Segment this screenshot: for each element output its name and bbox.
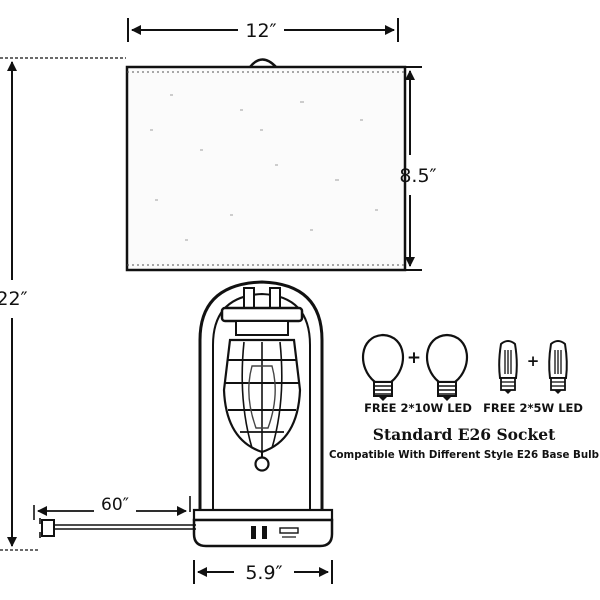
usb-port-icon: [262, 526, 267, 539]
usb-port-icon: [251, 526, 256, 539]
shade-body: [125, 65, 407, 272]
a19-bulb-icon: [425, 333, 469, 401]
arch-frame-inner: [212, 292, 311, 512]
usb-c-port-icon: [279, 527, 299, 534]
edison-bulb-caption: FREE 2*5W LED: [483, 401, 583, 415]
cage-ring-pull: [254, 456, 270, 472]
base-width-label: 5.9″: [245, 562, 282, 584]
lamp-body: [192, 280, 334, 548]
inner-bulb: [248, 365, 276, 429]
standard-bulb-caption: FREE 2*10W LED: [364, 401, 472, 415]
shade-width-label: 12″: [245, 20, 276, 42]
plus-sign-icon: +: [407, 348, 421, 368]
edison-bulb-icon: [548, 340, 568, 394]
socket-collar: [235, 320, 289, 336]
shade-height-dimension: 8.5″: [398, 66, 437, 271]
socket-subtitle: Compatible With Different Style E26 Base…: [329, 449, 599, 461]
cord-length-label: 60″: [101, 495, 129, 515]
plus-sign-icon: +: [527, 352, 540, 370]
power-cord: [39, 518, 196, 538]
total-height-dimension: 22″: [0, 57, 126, 551]
shade-height-label: 8.5″: [399, 165, 436, 187]
shade-fabric-texture: [150, 94, 378, 241]
arch-frame-outer: [198, 280, 324, 512]
edison-bulbs-group: + FREE 2*5W LED: [483, 340, 583, 415]
socket-cap: [220, 306, 304, 323]
base-width-dimension: 5.9″: [193, 560, 333, 584]
edison-bulb-icon: [498, 340, 518, 394]
total-height-label: 22″: [0, 288, 28, 310]
cage-rib: [241, 341, 253, 449]
cord-length-dimension: 60″: [33, 495, 191, 520]
lamp-shade: [125, 58, 407, 272]
finial-knob: [249, 58, 277, 68]
plug-icon: [41, 519, 55, 537]
socket-title: Standard E26 Socket: [373, 425, 556, 444]
standard-bulbs-group: + FREE 2*10W LED: [361, 333, 472, 415]
a19-bulb-icon: [361, 333, 405, 401]
shade-width-dimension: 12″: [127, 18, 399, 42]
wire-cage: [222, 338, 302, 472]
base-top-plate: [192, 508, 334, 522]
cage-rib: [271, 341, 283, 449]
